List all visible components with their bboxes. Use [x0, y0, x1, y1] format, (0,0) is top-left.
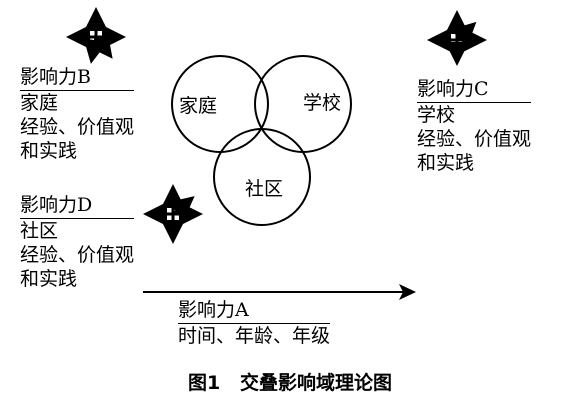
community-circle: [213, 128, 311, 226]
four-way-arrows-icon: [143, 184, 203, 244]
school-circle-label: 学校: [303, 92, 341, 114]
influence-d-block: 影响力D 社区 经验、价值观 和实践: [20, 193, 135, 291]
influence-b-line-3: 和实践: [20, 140, 78, 162]
figure-title: 交叠影响域理论图: [240, 372, 393, 394]
influence-c-line-1: 学校: [417, 104, 456, 126]
influence-a-block: 影响力A 时间、年龄、年级: [178, 298, 331, 348]
influence-b-heading: 影响力B: [20, 65, 135, 91]
influence-b-line-1: 家庭: [20, 92, 59, 114]
influence-b-block: 影响力B 家庭 经验、价值观 和实践: [20, 65, 135, 163]
family-circle-label: 家庭: [179, 95, 217, 117]
influence-d-line-2: 经验、价值观: [20, 244, 135, 266]
figure-number: 图1: [187, 372, 221, 394]
influence-c-block: 影响力C 学校 经验、价值观 和实践: [417, 77, 532, 175]
four-way-arrows-icon: [427, 10, 487, 66]
influence-a-heading: 影响力A: [178, 298, 331, 324]
four-way-arrows-icon: [66, 7, 126, 64]
influence-d-line-3: 和实践: [20, 268, 78, 290]
influence-b-line-2: 经验、价值观: [20, 116, 135, 138]
community-circle-label: 社区: [245, 178, 283, 200]
right-arrow-icon: [143, 284, 416, 300]
influence-a-line-1: 时间、年龄、年级: [178, 325, 331, 347]
influence-c-line-3: 和实践: [417, 152, 475, 174]
influence-c-line-2: 经验、价值观: [417, 128, 532, 150]
figure-caption: 图1 交叠影响域理论图: [0, 371, 580, 395]
influence-d-line-1: 社区: [20, 220, 59, 242]
influence-c-heading: 影响力C: [417, 77, 532, 103]
influence-d-heading: 影响力D: [20, 193, 135, 219]
